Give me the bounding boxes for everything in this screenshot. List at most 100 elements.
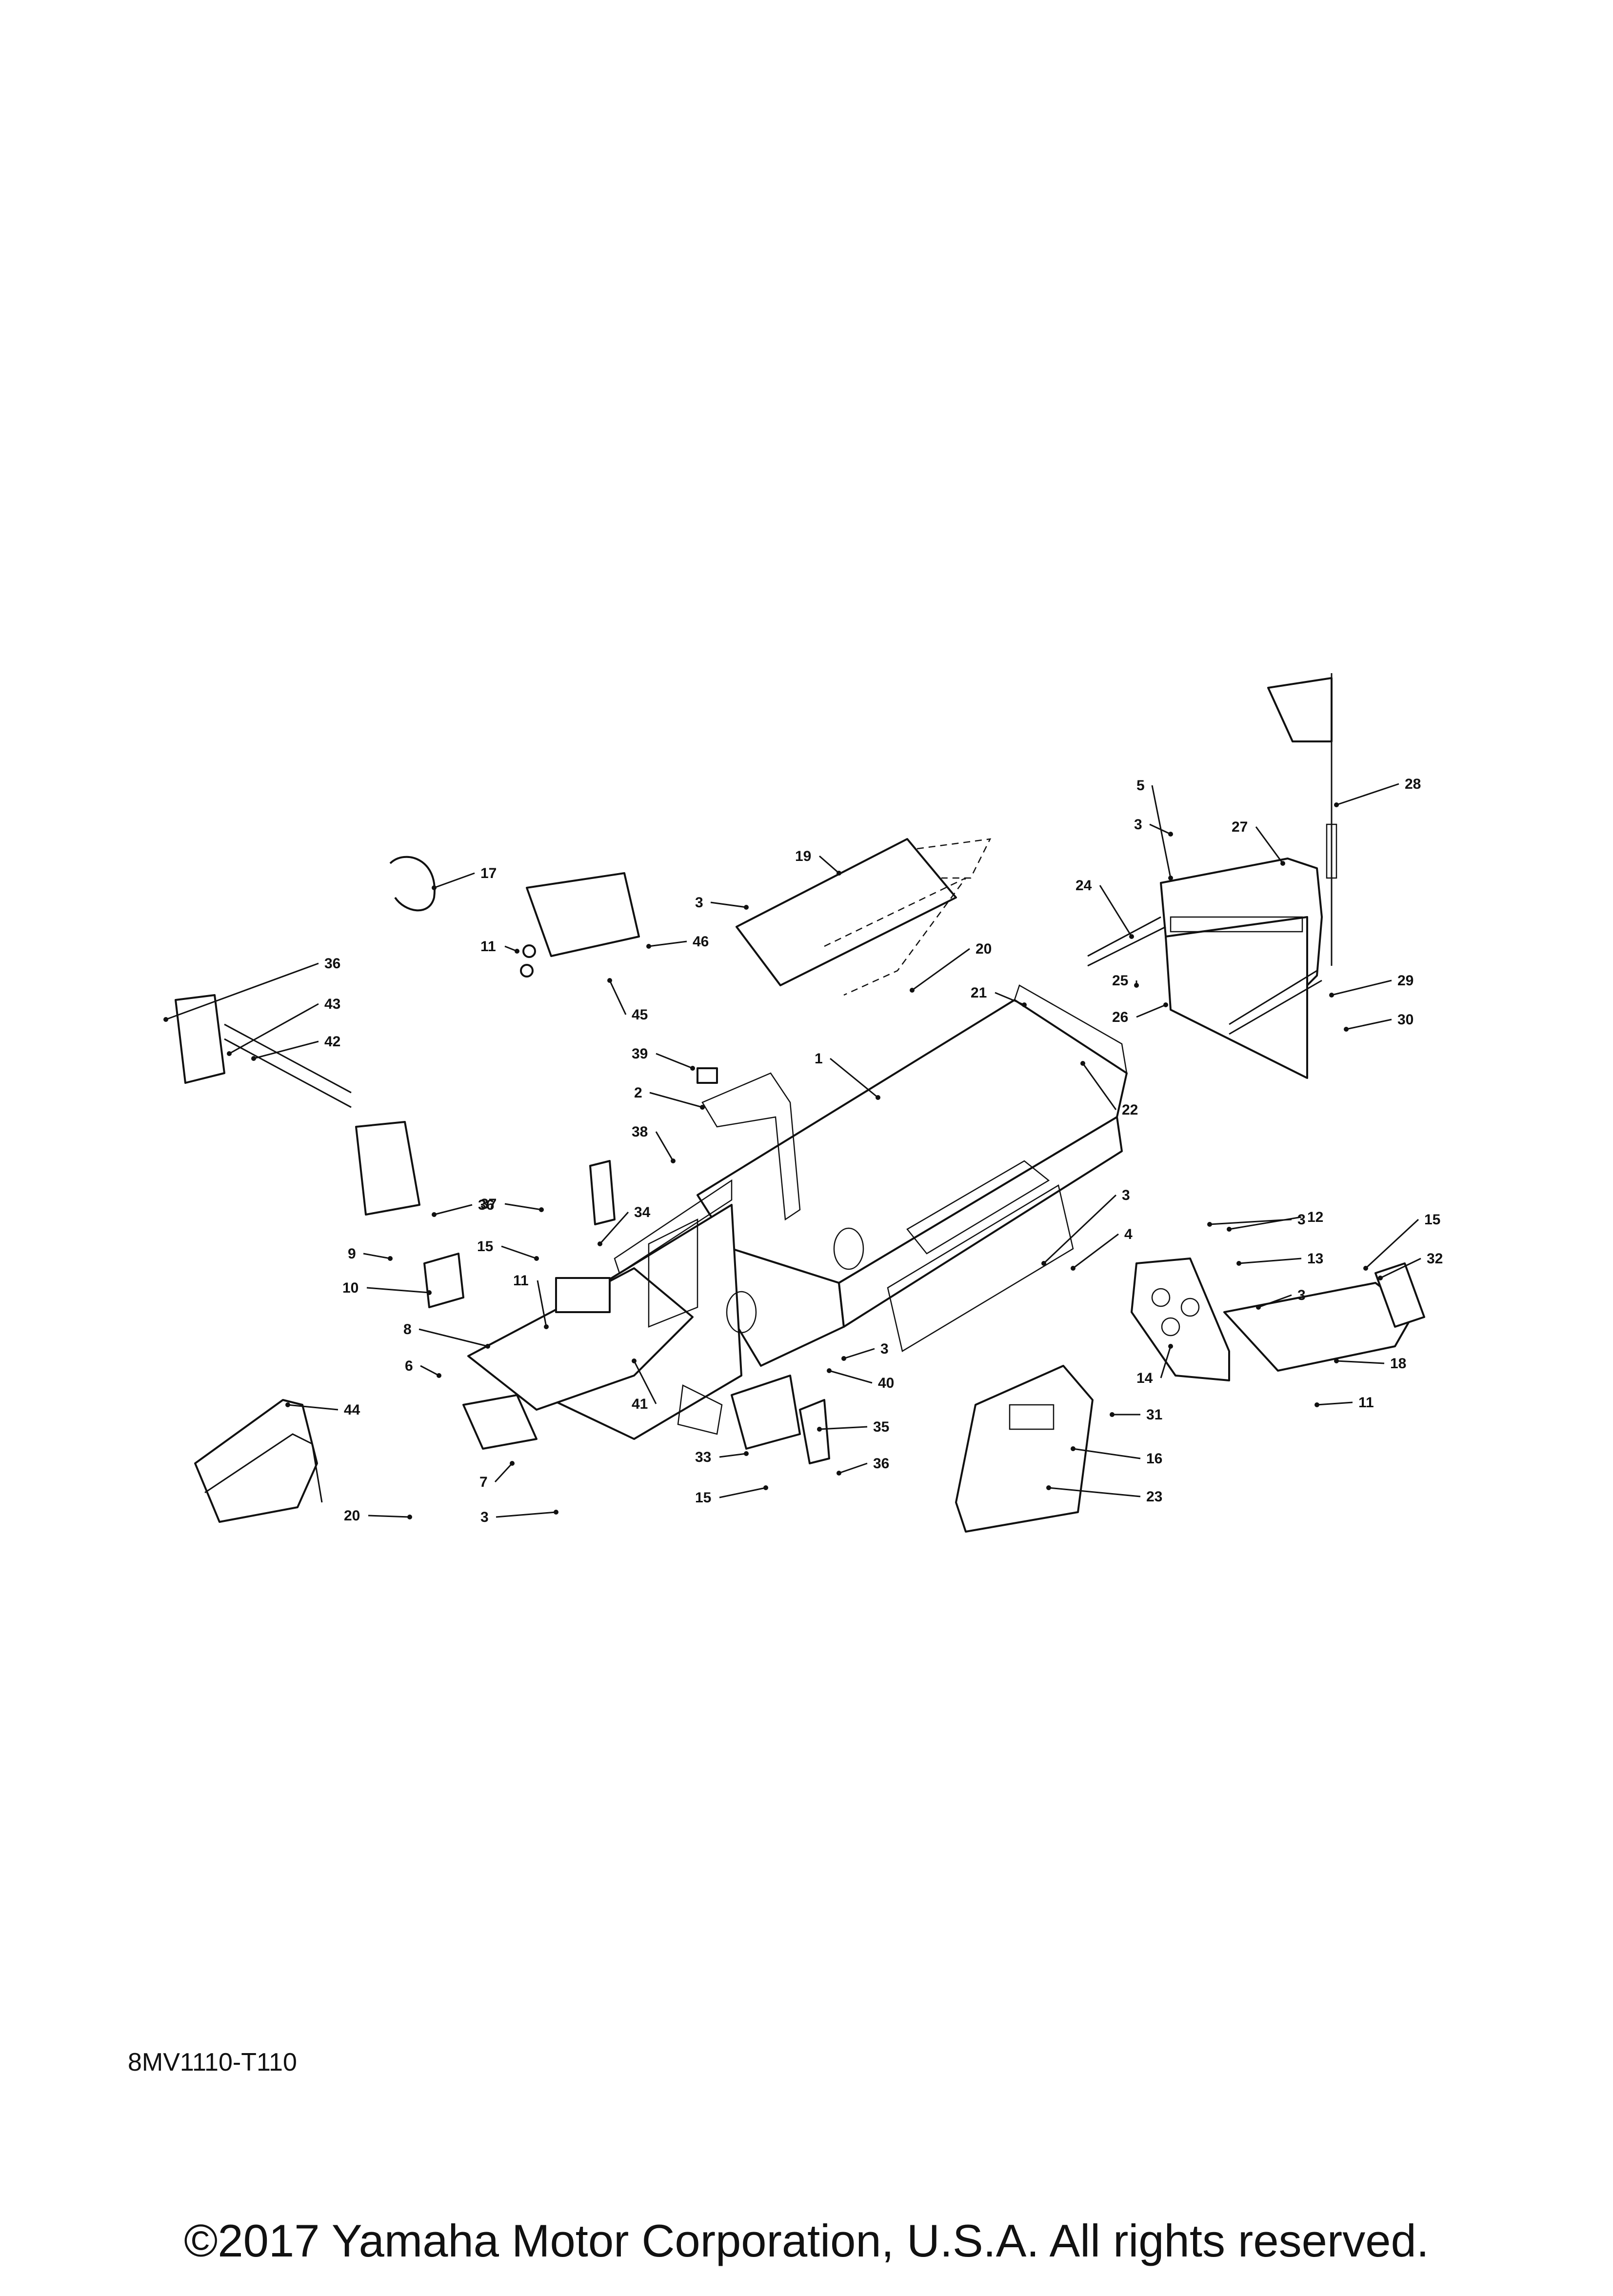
leader-end-c45 [607, 978, 612, 983]
leader-line-c23 [1048, 1487, 1141, 1497]
leader-end-c22 [1080, 1061, 1085, 1066]
callout-c20a: 20 [976, 941, 992, 957]
leader-end-c3f [841, 1356, 846, 1361]
leader-line-c28 [1336, 783, 1399, 806]
leader-end-c18 [1334, 1358, 1339, 1363]
leader-line-c24 [1099, 885, 1133, 937]
leader-line-c34 [599, 1212, 629, 1244]
leader-end-c5 [1168, 876, 1173, 880]
callout-c11c: 11 [1358, 1395, 1374, 1411]
leader-line-c32 [1380, 1258, 1421, 1279]
callout-c41: 41 [632, 1396, 648, 1412]
leader-end-c3c [1207, 1222, 1212, 1227]
chassis-tunnel [467, 984, 1128, 1440]
leader-end-c40 [827, 1368, 832, 1373]
callout-c2: 2 [634, 1085, 642, 1101]
callout-labels: 1233333334567891011111112131415151516171… [324, 776, 1443, 1525]
leader-end-c3e [1256, 1305, 1261, 1310]
callout-c36a: 36 [324, 956, 340, 972]
leader-end-c26 [1163, 1002, 1168, 1007]
callout-c1: 1 [815, 1051, 823, 1067]
callout-c11a: 11 [480, 938, 496, 955]
callout-c28: 28 [1405, 776, 1421, 792]
leader-line-c6 [420, 1365, 439, 1377]
leader-line-c1 [830, 1058, 878, 1098]
leader-end-c46 [646, 944, 651, 949]
callout-c26: 26 [1112, 1009, 1128, 1025]
callout-c25: 25 [1112, 973, 1128, 989]
callout-c3e: 3 [1297, 1287, 1306, 1303]
leader-line-c15b [1365, 1218, 1419, 1269]
leader-end-c11c [1314, 1402, 1319, 1407]
leader-line-c7 [494, 1462, 513, 1483]
callout-c23: 23 [1146, 1489, 1162, 1505]
leader-line-c36b [434, 1204, 473, 1216]
leader-end-c29 [1329, 993, 1334, 998]
leader-line-c29 [1331, 979, 1392, 996]
leader-end-c25 [1134, 983, 1139, 988]
leader-line-c46 [648, 940, 687, 947]
leader-line-c3d [1043, 1194, 1117, 1264]
leader-end-c24 [1129, 934, 1134, 939]
leader-line-c12 [1229, 1216, 1302, 1230]
leader-line-c3g [496, 1511, 557, 1518]
callout-c31: 31 [1146, 1407, 1162, 1423]
leader-line-c3a [710, 901, 747, 908]
leader-line-c20b [368, 1515, 410, 1518]
leader-line-c16 [1073, 1448, 1141, 1459]
leader-end-c23 [1046, 1485, 1051, 1490]
copyright-notice: ©2017 Yamaha Motor Corporation, U.S.A. A… [184, 2215, 1429, 2266]
leader-line-c33 [719, 1453, 747, 1458]
leader-end-c19 [836, 871, 841, 876]
leader-line-c30 [1346, 1018, 1392, 1030]
leader-line-c19 [819, 855, 839, 874]
leader-line-c27 [1255, 826, 1284, 864]
leader-end-c43 [227, 1051, 232, 1056]
callout-c20b: 20 [344, 1508, 360, 1524]
leader-end-c37 [539, 1207, 544, 1212]
callout-c35: 35 [873, 1419, 889, 1435]
leader-end-c39 [690, 1066, 695, 1071]
callout-c6: 6 [405, 1358, 413, 1374]
callout-c8: 8 [403, 1321, 412, 1338]
callout-c15b: 15 [1424, 1212, 1440, 1228]
leader-end-c20b [407, 1515, 412, 1519]
callout-c7: 7 [479, 1474, 488, 1490]
leader-end-c3d [1041, 1261, 1046, 1266]
hitch-assembly [175, 994, 420, 1216]
leader-lines [163, 783, 1421, 1519]
callout-c22: 22 [1122, 1102, 1138, 1118]
callout-c19: 19 [795, 848, 811, 864]
leader-end-c16 [1071, 1446, 1075, 1451]
leader-end-c27 [1280, 861, 1285, 866]
callout-c5: 5 [1136, 778, 1145, 794]
upper-bracket [520, 872, 640, 978]
leader-end-c7 [510, 1461, 515, 1466]
leader-end-c1 [876, 1095, 880, 1100]
leader-line-c2 [649, 1092, 703, 1108]
leader-line-c18 [1336, 1360, 1385, 1364]
leader-line-c35 [819, 1426, 868, 1430]
callout-c17: 17 [480, 865, 497, 881]
front-bumper [194, 1399, 323, 1523]
leader-end-c13 [1236, 1261, 1241, 1266]
callout-c4: 4 [1124, 1226, 1133, 1242]
leader-end-c11b [544, 1324, 549, 1329]
leader-end-c12 [1227, 1227, 1232, 1232]
leader-end-c33 [744, 1451, 749, 1456]
callout-c10: 10 [342, 1280, 358, 1296]
leader-end-c30 [1344, 1027, 1349, 1032]
leader-end-c38 [671, 1158, 676, 1163]
leader-end-c4 [1071, 1266, 1075, 1271]
leader-line-c43 [229, 1003, 319, 1055]
leader-line-c5 [1151, 785, 1172, 878]
leader-line-c37 [504, 1203, 542, 1211]
callout-c16: 16 [1146, 1451, 1162, 1467]
callout-c15c: 15 [695, 1490, 711, 1506]
leader-end-c36a [163, 1017, 168, 1022]
leader-end-c2 [700, 1105, 705, 1110]
leader-line-c8 [418, 1328, 488, 1347]
callout-c40: 40 [878, 1375, 894, 1391]
flag [1267, 673, 1337, 966]
